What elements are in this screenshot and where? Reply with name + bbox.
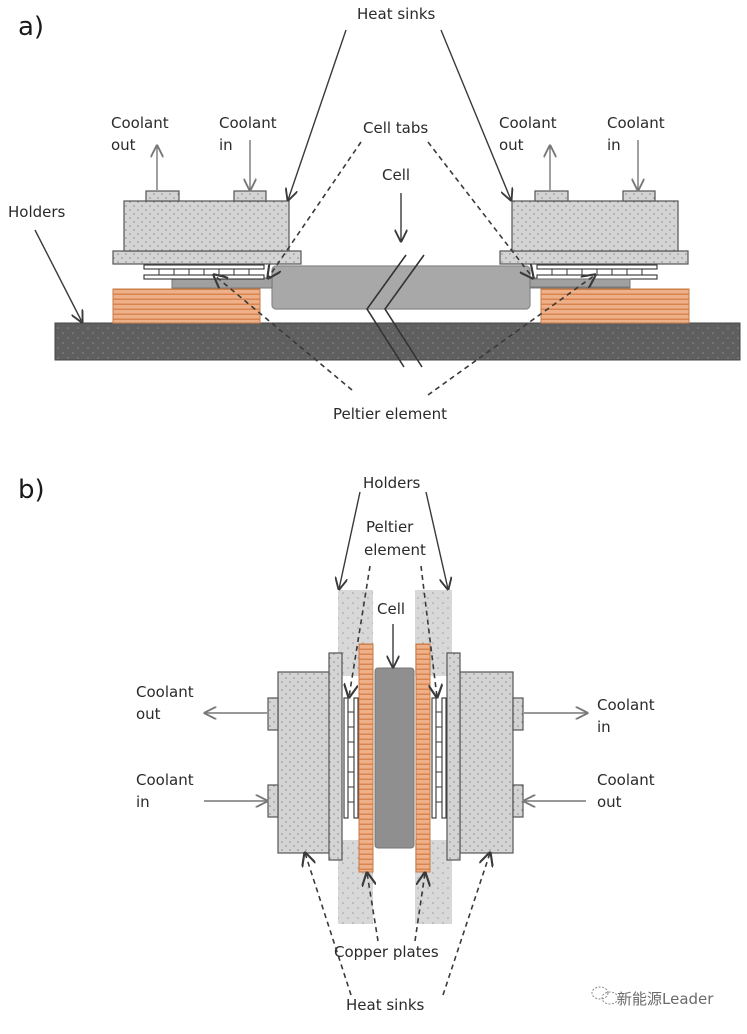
- arrow-copper-plate-right: [414, 873, 425, 942]
- arrow-peltier-b-left: [349, 565, 371, 697]
- watermark-text: 新能源Leader: [617, 990, 714, 1008]
- label-cell-b: Cell: [377, 600, 405, 618]
- label-coolant-in-b-left-1: Coolant: [136, 771, 194, 789]
- panel-a-label: a): [18, 12, 44, 42]
- panel-b: b) Holders Peltier: [18, 474, 655, 1014]
- wechat-icon: [591, 986, 619, 1005]
- arrow-heat-sink-right: [440, 29, 511, 200]
- label-cell-tabs: Cell tabs: [363, 119, 428, 137]
- heat-sink-right: [511, 200, 679, 252]
- copper-block-left: [112, 288, 261, 324]
- watermark: 新能源Leader: [591, 986, 714, 1008]
- label-heat-sinks-a: Heat sinks: [357, 5, 436, 23]
- copper-block-right: [540, 288, 690, 324]
- label-coolant-in-right-1: Coolant: [607, 114, 665, 132]
- heat-sink-plate-left: [112, 250, 302, 265]
- label-peltier-b-1: Peltier: [366, 518, 414, 536]
- label-coolant-in-left-1: Coolant: [219, 114, 277, 132]
- peltier-element-b-right: [431, 697, 447, 819]
- heat-sink-left: [123, 200, 290, 252]
- label-coolant-out-right-1: Coolant: [499, 114, 557, 132]
- label-coolant-out-b-right-2: out: [597, 793, 622, 811]
- panel-b-label: b): [18, 475, 45, 505]
- copper-plate-b-left: [358, 643, 374, 873]
- label-coolant-out-b-left-1: Coolant: [136, 683, 194, 701]
- label-coolant-in-b-right-1: Coolant: [597, 696, 655, 714]
- arrow-heat-sink-b-right: [442, 853, 490, 996]
- label-heat-sinks-b: Heat sinks: [346, 996, 425, 1014]
- label-peltier-element-a: Peltier element: [333, 405, 447, 423]
- label-holders-a: Holders: [8, 203, 66, 221]
- label-coolant-out-b-right-1: Coolant: [597, 771, 655, 789]
- arrow-heat-sink-left: [288, 29, 347, 200]
- label-coolant-out-b-left-2: out: [136, 705, 161, 723]
- heat-sink-plate-right: [499, 250, 689, 265]
- arrow-cell-tab-right: [427, 141, 533, 278]
- label-coolant-in-right-2: in: [607, 136, 621, 154]
- arrow-holder-b-right: [425, 491, 448, 589]
- label-coolant-out-left-2: out: [111, 136, 136, 154]
- heat-sink-plate-b-left: [328, 652, 343, 861]
- coolant-port-b-right-bottom: [512, 784, 524, 818]
- coolant-port-in-right: [622, 190, 656, 202]
- arrow-peltier-b-right: [420, 565, 437, 697]
- label-coolant-in-left-2: in: [219, 136, 233, 154]
- arrow-cell-tab-left: [268, 141, 362, 278]
- panel-a: a): [8, 5, 741, 423]
- label-coolant-out-left-1: Coolant: [111, 114, 169, 132]
- arrow-holder-b-left: [339, 491, 361, 589]
- label-coolant-out-right-2: out: [499, 136, 524, 154]
- peltier-element-right: [536, 264, 658, 280]
- cell-body-b: [374, 667, 415, 849]
- coolant-port-out-right: [534, 190, 569, 202]
- label-peltier-b-2: element: [364, 541, 426, 559]
- arrow-copper-plate-left: [367, 873, 379, 942]
- coolant-port-b-left-top: [267, 697, 279, 731]
- label-copper-plates: Copper plates: [334, 943, 439, 961]
- break-line-2: [384, 254, 425, 368]
- coolant-port-b-right-top: [512, 697, 524, 731]
- peltier-element-left: [143, 264, 265, 280]
- heat-sink-b-right: [459, 671, 514, 854]
- copper-plate-b-right: [415, 643, 431, 873]
- label-holders-b: Holders: [363, 474, 421, 492]
- arrow-holders-a: [34, 229, 82, 322]
- arrow-peltier-right: [427, 275, 595, 396]
- break-line-1: [366, 254, 407, 368]
- arrow-heat-sink-b-left: [305, 853, 352, 996]
- coolant-port-b-left-bottom: [267, 784, 279, 818]
- label-coolant-in-b-left-2: in: [136, 793, 150, 811]
- heat-sink-b-left: [277, 671, 331, 854]
- label-coolant-in-b-right-2: in: [597, 718, 611, 736]
- coolant-port-out-left: [145, 190, 180, 202]
- heat-sink-plate-b-right: [446, 652, 461, 861]
- peltier-element-b-left: [343, 697, 359, 819]
- arrow-peltier-left: [214, 275, 353, 391]
- label-cell-a: Cell: [382, 166, 410, 184]
- coolant-port-in-left: [233, 190, 267, 202]
- cell-tab-right-lower: [529, 278, 631, 288]
